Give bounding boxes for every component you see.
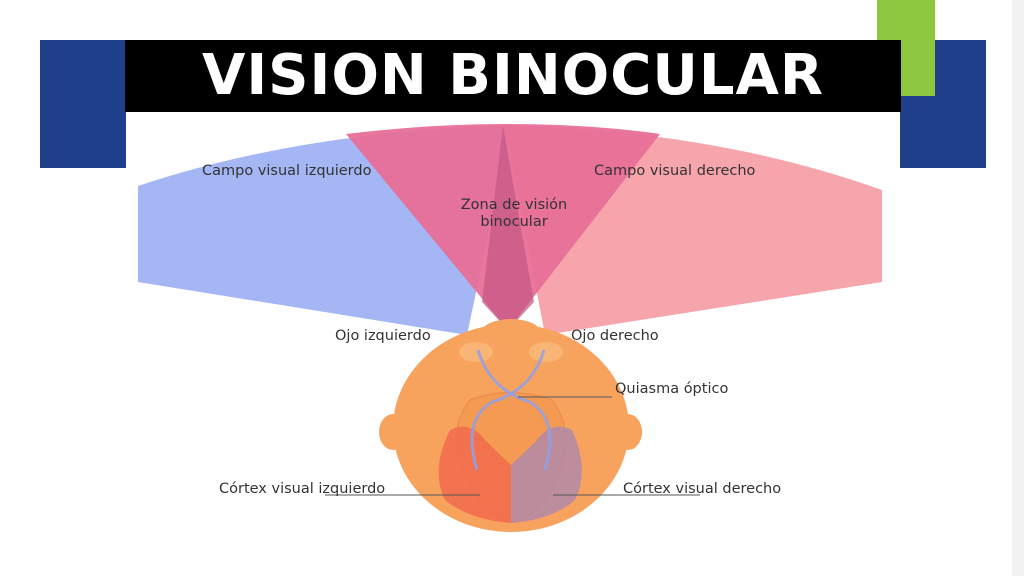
binocular-zone-label-line1: Zona de visión: [461, 197, 567, 213]
right-visual-field-label: Campo visual derecho: [594, 163, 756, 179]
left-optic-pathway: [476, 349, 552, 471]
right-visual-cortex: [511, 426, 582, 523]
right-cortex-label: Córtex visual derecho: [623, 481, 781, 497]
right-eye: [529, 342, 563, 362]
slide-right-edge: [1012, 0, 1024, 576]
left-eye: [459, 342, 493, 362]
left-visual-cortex: [438, 426, 511, 523]
right-eye-label: Ojo derecho: [571, 328, 659, 344]
optic-chiasm-label: Quiasma óptico: [615, 381, 728, 397]
title-band: [125, 40, 901, 112]
right-optic-pathway: [470, 349, 546, 471]
binocular-zone-label-line2: binocular: [480, 214, 547, 230]
binocular-center-wedge: [482, 126, 534, 330]
slide-title: VISION BINOCULAR: [201, 43, 825, 108]
left-cortex-label: Córtex visual izquierdo: [219, 481, 385, 497]
nose: [481, 319, 541, 347]
left-visual-field-label: Campo visual izquierdo: [202, 163, 372, 179]
left-eye-label: Ojo izquierdo: [335, 328, 431, 344]
navy-accent-left: [40, 40, 126, 168]
